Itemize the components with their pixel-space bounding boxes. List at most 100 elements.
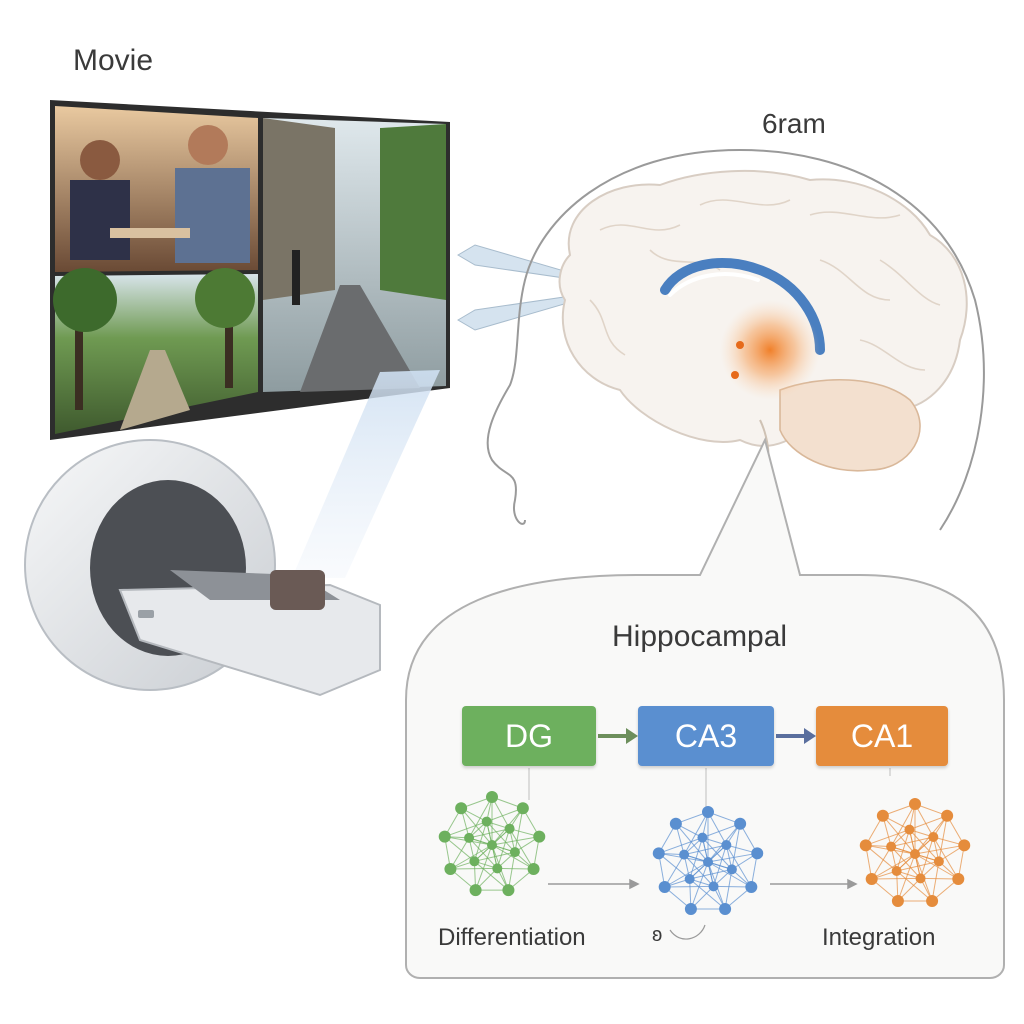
network-edge [507, 852, 516, 891]
network-node [469, 856, 480, 867]
network-node [658, 881, 671, 893]
network-edge [514, 808, 524, 853]
network-node [679, 849, 690, 860]
network-node [652, 847, 665, 860]
network-edge [882, 815, 916, 855]
network-edge [689, 878, 726, 910]
network-edge [871, 846, 892, 880]
network-edge [707, 861, 752, 888]
network-edge [664, 885, 714, 888]
network-edge [468, 796, 493, 839]
integration-label: Integration [822, 924, 936, 951]
network-node [719, 902, 732, 915]
network-node [684, 902, 697, 915]
middle-symbol: ʚ [652, 924, 663, 946]
network-edge [444, 836, 475, 862]
network-edge [491, 844, 534, 870]
network-node [941, 809, 954, 822]
network-edge [932, 836, 959, 880]
dg-box: DG [462, 706, 596, 766]
network-node [438, 830, 451, 843]
network-edge [460, 807, 493, 846]
network-edge [658, 837, 703, 854]
network-edge [896, 870, 933, 902]
network-edge [897, 853, 916, 902]
network-edge [675, 823, 709, 863]
movie-label: Movie [73, 44, 154, 77]
network-edge [658, 852, 690, 880]
ca3-network-icon [652, 806, 764, 915]
network-node [910, 849, 920, 859]
network-edge [486, 807, 524, 823]
network-node [859, 839, 872, 852]
network-edge [509, 828, 534, 870]
network-node [952, 873, 965, 885]
network-node [708, 881, 719, 892]
network-node [669, 817, 682, 830]
network-node [464, 832, 475, 843]
network-node [928, 832, 939, 843]
network-edge [914, 844, 965, 855]
network-node [504, 823, 515, 834]
network-node [721, 840, 732, 851]
dg-network-icon [438, 791, 546, 897]
network-edge [450, 837, 470, 870]
network-node [697, 832, 708, 843]
network-edge [890, 803, 916, 847]
network-edge [475, 844, 493, 891]
movie-screen [50, 100, 450, 440]
network-node [684, 873, 695, 884]
network-edge [871, 853, 916, 880]
network-edge [871, 877, 921, 880]
network-node [904, 824, 915, 835]
network-node [745, 881, 758, 893]
network-edge [909, 815, 948, 831]
projection-beam [292, 370, 440, 578]
network-node [865, 873, 878, 885]
network-node [481, 816, 492, 827]
network-edge [725, 844, 752, 888]
network-edge [920, 836, 934, 879]
network-node [444, 863, 457, 875]
network-edge [450, 867, 498, 870]
head-profile [486, 148, 985, 531]
network-edge [491, 836, 540, 846]
network-node [886, 841, 897, 852]
brain-label: 6ram [762, 108, 826, 139]
network-edge [931, 861, 940, 902]
network-node [469, 884, 482, 897]
mri-scanner [24, 439, 381, 697]
network-node [516, 802, 529, 815]
network-node [751, 847, 764, 860]
network-edge [497, 867, 534, 870]
network-node [487, 840, 497, 850]
network-edge [938, 815, 948, 862]
network-node [502, 884, 515, 897]
network-node [915, 873, 926, 884]
network-edge [865, 829, 910, 846]
network-edge [920, 877, 959, 880]
network-edge [713, 885, 752, 888]
brain-icon [558, 169, 968, 472]
network-edge [683, 811, 709, 855]
network-node [486, 791, 498, 803]
network-node [734, 817, 747, 830]
network-node [958, 839, 971, 852]
network-node [702, 806, 714, 818]
network-node [492, 863, 503, 874]
network-node [703, 857, 713, 867]
network-edge [496, 828, 511, 869]
network-edge [450, 844, 493, 870]
network-node [533, 830, 546, 843]
network-edge [865, 844, 897, 872]
network-edge [724, 869, 733, 910]
network-edge [474, 860, 509, 891]
network-node [726, 864, 737, 875]
network-node [891, 865, 902, 876]
network-edge [664, 861, 709, 888]
network-node [933, 856, 944, 867]
network-node [876, 809, 889, 822]
network-edge [707, 811, 727, 846]
stage-arrows [598, 728, 816, 744]
